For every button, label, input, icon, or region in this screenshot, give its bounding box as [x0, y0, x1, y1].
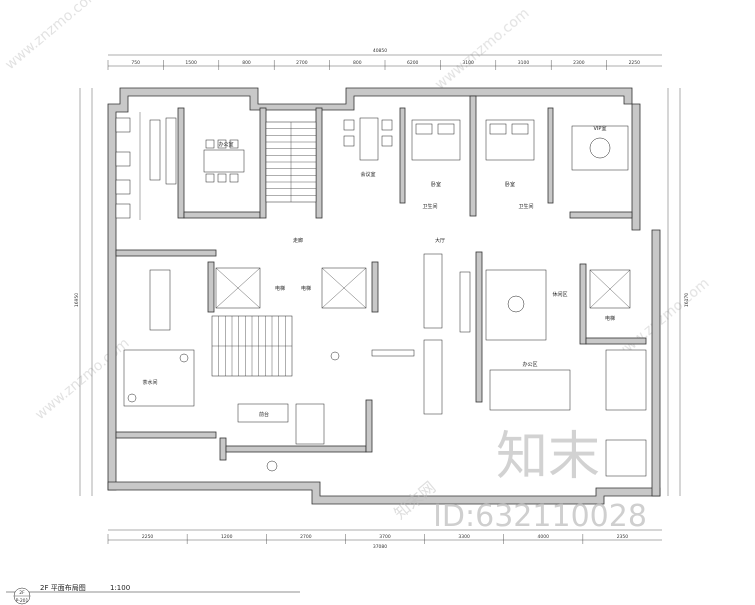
label-pantry: 茶水间: [142, 379, 157, 386]
stair-lower: [211, 315, 293, 377]
title-sheet-code: P-201: [16, 598, 29, 604]
meeting-table-1: [203, 139, 245, 183]
label-bedroom1: 卧室: [431, 181, 441, 188]
dim-top-seg-4: 2700: [296, 60, 308, 66]
outer-walls: [107, 87, 661, 505]
bottom-dimensions: 37080 2250 1200 2700 3700 3300 4000 2350: [107, 529, 662, 550]
dim-bottom-overall: 37080: [373, 544, 387, 550]
label-corridor: 走廊: [293, 237, 303, 244]
label-meeting1: 会议室: [360, 171, 375, 178]
label-lobby: 大厅: [435, 237, 445, 244]
dim-left-overall: 16950: [74, 293, 80, 307]
watermark-id: ID:632110028: [433, 499, 647, 534]
dim-top-seg-1: 750: [131, 60, 140, 66]
bed-2: [485, 119, 535, 161]
dim-top-seg-3: 800: [242, 60, 251, 66]
dim-top-seg-7: 3100: [462, 60, 474, 66]
dim-bottom-seg-7: 2350: [617, 534, 629, 540]
dim-top-seg-2: 1500: [185, 60, 197, 66]
dim-top-seg-5: 800: [353, 60, 362, 66]
stair-upper: [265, 121, 317, 203]
watermark-diagonal-1: www.znzmo.com: [2, 0, 102, 73]
dim-top-overall: 40850: [373, 48, 387, 54]
label-vip-room: VIP室: [594, 125, 607, 132]
meeting-table-2: [343, 117, 393, 161]
reception-desk: [237, 351, 340, 472]
label-bath2: 卫生间: [518, 203, 533, 210]
toilet-stalls: [115, 112, 177, 220]
label-office2: 办公区: [522, 361, 537, 368]
dim-bottom-seg-4: 3700: [379, 534, 391, 540]
cafe-tables-left: [123, 269, 195, 407]
label-elevator1: 电梯: [275, 285, 285, 292]
elevator-b: [321, 267, 367, 309]
dim-bottom-seg-3: 2700: [300, 534, 312, 540]
dim-top-seg-8: 3100: [518, 60, 530, 66]
label-bath1: 卫生间: [422, 203, 437, 210]
title-scale: 1:100: [110, 584, 130, 592]
dim-bottom-seg-1: 2250: [142, 534, 154, 540]
label-elevator2: 电梯: [301, 285, 311, 292]
lounge-set-right: [485, 269, 547, 341]
watermark-diagonal-3: www.znzmo.com: [432, 5, 532, 93]
watermark-brand: 知末 ID:632110028 知末网: [390, 427, 647, 534]
lounge-sofa: [571, 125, 629, 171]
label-lounge: 休闲区: [552, 291, 567, 298]
watermark-brand-text: 知末: [496, 427, 600, 487]
label-reception: 前台: [259, 411, 269, 418]
bed-1: [411, 119, 461, 161]
center-counters: [371, 253, 471, 415]
elevator-a: [215, 267, 261, 309]
room-labels: 办公室 会议室 走廊 大厅 电梯 电梯 卧室 卧室 卫生间 卫生间 休闲区 办公…: [142, 125, 615, 418]
dim-right-overall: 16170: [684, 293, 690, 307]
title-drawing-no: 2F: [19, 590, 25, 596]
dim-top-seg-6: 6200: [407, 60, 419, 66]
interior-walls: [115, 95, 647, 461]
elevator-c: [589, 269, 631, 309]
top-dimensions: 40850 750 1500 800 2700 800 6200 3100 3100 2300 2…: [107, 48, 662, 70]
title-block: 2F P-201 2F 平面布局图 1:100: [6, 583, 300, 605]
office-desks-right: [489, 349, 647, 477]
dim-top-seg-9: 2300: [573, 60, 585, 66]
dim-bottom-seg-2: 1200: [221, 534, 233, 540]
dim-top-seg-10: 2250: [629, 60, 641, 66]
title-text: 2F 平面布局图: [40, 583, 86, 592]
dim-bottom-seg-6: 4000: [538, 534, 550, 540]
label-office1: 办公室: [218, 141, 233, 148]
watermark-diagonal-2: www.znzmo.com: [32, 335, 132, 423]
dim-bottom-seg-5: 3300: [458, 534, 470, 540]
label-bedroom2: 卧室: [505, 181, 515, 188]
side-dimensions: 16950 16170: [74, 88, 690, 496]
label-elevator3: 电梯: [605, 315, 615, 322]
